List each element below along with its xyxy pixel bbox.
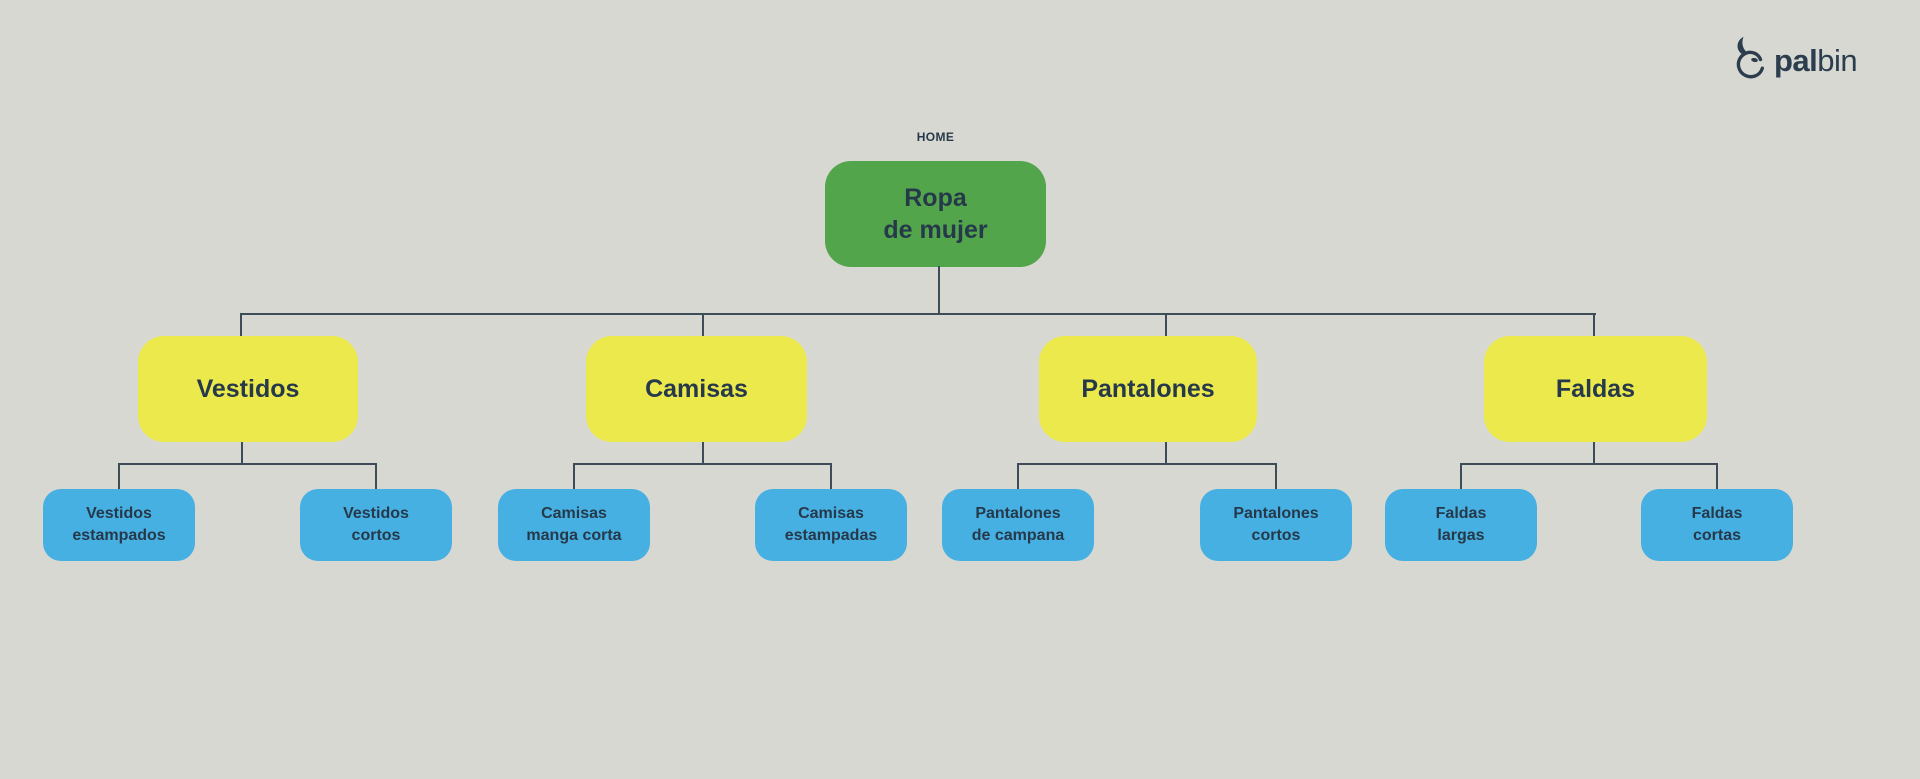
node-label-line: Camisas [798, 505, 864, 523]
node-sub-vestidos-estampados: Vestidos estampados [43, 489, 195, 561]
connector-drop-faldas-cortas [1716, 463, 1718, 489]
node-sub-pantalones-de-campana: Pantalones de campana [942, 489, 1094, 561]
connector-drop-faldas [1593, 313, 1595, 337]
node-label-line: Pantalones [1233, 505, 1319, 523]
connector-vestidos-horizontal [118, 463, 377, 465]
node-category-vestidos: Vestidos [138, 336, 358, 442]
connector-drop-camisas-manga-corta [573, 463, 575, 489]
palbin-wordmark: palbin [1774, 42, 1858, 78]
node-label-line: estampadas [784, 527, 878, 544]
node-label-line: estampados [72, 527, 166, 544]
node-label-line: Vestidos [86, 505, 152, 523]
connector-drop-pantalones-de-campana [1017, 463, 1019, 489]
node-sub-camisas-estampadas: Camisas estampadas [755, 489, 907, 561]
node-category-faldas: Faldas [1484, 336, 1707, 442]
connector-camisas-horizontal [573, 463, 832, 465]
connector-drop-vestidos-cortos [375, 463, 377, 489]
node-label-line: Camisas [541, 505, 607, 523]
connector-level1-horizontal [240, 313, 1596, 315]
node-label-line: manga corta [526, 527, 622, 544]
connector-drop-pantalones [1165, 313, 1167, 337]
connector-pantalones-stem [1165, 442, 1167, 463]
node-label-line: cortas [1692, 527, 1742, 544]
connector-drop-camisas [702, 313, 704, 337]
node-label-line: largas [1437, 527, 1485, 544]
connector-drop-vestidos-estampados [118, 463, 120, 489]
connector-faldas-stem [1593, 442, 1595, 463]
node-category-pantalones: Pantalones [1039, 336, 1257, 442]
node-label-line: Ropa [904, 183, 967, 212]
connector-root-vertical [938, 266, 940, 314]
connector-drop-camisas-estampadas [830, 463, 832, 489]
node-sub-faldas-cortas: Faldas cortas [1641, 489, 1793, 561]
node-sub-faldas-largas: Faldas largas [1385, 489, 1537, 561]
connector-vestidos-stem [241, 442, 243, 463]
connector-faldas-horizontal [1460, 463, 1718, 465]
node-label: Camisas [645, 374, 748, 403]
connector-drop-pantalones-cortos [1275, 463, 1277, 489]
node-label-line: Pantalones [975, 505, 1061, 523]
node-label-line: de campana [971, 527, 1065, 544]
connector-camisas-stem [702, 442, 704, 463]
node-sub-camisas-manga-corta: Camisas manga corta [498, 489, 650, 561]
node-label-line: Faldas [1691, 505, 1743, 523]
node-label-line: de mujer [883, 216, 988, 244]
node-label-line: cortos [1251, 527, 1301, 544]
node-sub-pantalones-cortos: Pantalones cortos [1200, 489, 1352, 561]
palbin-logo: palbin [1731, 36, 1858, 84]
home-label: HOME [916, 130, 955, 144]
node-label: Vestidos [196, 374, 300, 403]
node-label: Pantalones [1081, 374, 1215, 403]
logo-text-bin: bin [1817, 42, 1858, 78]
connector-drop-vestidos [240, 313, 242, 337]
node-sub-vestidos-cortos: Vestidos cortos [300, 489, 452, 561]
node-label-line: Vestidos [343, 505, 409, 523]
node-category-camisas: Camisas [586, 336, 807, 442]
palbin-fish-icon [1731, 36, 1767, 84]
connector-drop-faldas-largas [1460, 463, 1462, 489]
connector-pantalones-horizontal [1017, 463, 1277, 465]
node-label-line: Faldas [1435, 505, 1487, 523]
node-root-ropa-de-mujer: Ropa de mujer [825, 161, 1046, 267]
logo-text-pal: pal [1774, 42, 1818, 78]
node-label: Faldas [1555, 374, 1636, 403]
node-label-line: cortos [351, 527, 401, 544]
